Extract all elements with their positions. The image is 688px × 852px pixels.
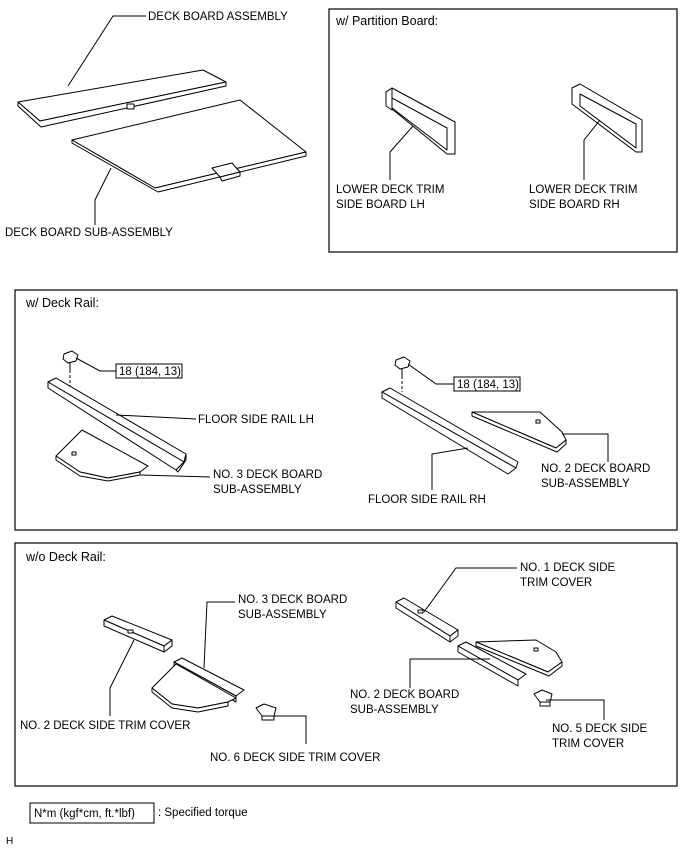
torque-value-left: 18 (184, 13) [119, 366, 181, 378]
deck-board-lower-handle-lip [219, 171, 241, 182]
floor-side-rail-rh-part [381, 387, 519, 475]
deck-board-upper-edge [17, 81, 227, 128]
rh-board-label-line2: SIDE BOARD RH [529, 199, 620, 211]
no2-board-norail-label-line1: NO. 2 DECK BOARD [350, 689, 459, 701]
torque-box-left [115, 363, 183, 379]
no1-deck-side-trim-cover-part [395, 597, 459, 643]
lower-deck-trim-side-board-lh-part [385, 87, 456, 155]
leader-no3-norail [203, 601, 235, 669]
no2-rail-label-line2: SUB-ASSEMBLY [541, 478, 630, 490]
leader-no2-board-norail [409, 658, 490, 688]
no3-deck-board-part-norail [151, 657, 245, 713]
no2-trim-label: NO. 2 DECK SIDE TRIM COVER [20, 720, 190, 732]
no5-trim-label-line2: TRIM COVER [552, 738, 624, 750]
no5-trim-label-line1: NO. 5 DECK SIDE [552, 723, 648, 735]
lh-board-label-line1: LOWER DECK TRIM [336, 184, 444, 196]
no1-trim-label-line2: TRIM COVER [520, 577, 592, 589]
partition-board-frame [328, 8, 678, 253]
legend-torque-box [29, 802, 155, 824]
no6-trim-label: NO. 6 DECK SIDE TRIM COVER [210, 752, 380, 764]
footer-code: H [6, 836, 13, 847]
no3-norail-label-line1: NO. 3 DECK BOARD [238, 594, 347, 606]
no5-deck-side-trim-cover-part [533, 689, 553, 707]
no3-norail-label-line2: SUB-ASSEMBLY [238, 609, 327, 621]
legend-torque-unit: N*m (kgf*cm, ft.*lbf) [34, 808, 135, 820]
torque-value-right: 18 (184, 13) [457, 379, 519, 391]
no-deck-rail-title: w/o Deck Rail: [25, 550, 106, 564]
rh-board-label-line1: LOWER DECK TRIM [529, 184, 637, 196]
leader-floor-rail-rh [431, 447, 469, 490]
deck-rail-title: w/ Deck Rail: [25, 296, 99, 310]
no6-deck-side-trim-cover-part [255, 703, 277, 721]
leader-deck-board-sub-assembly [94, 167, 112, 225]
leader-deck-board-assembly [67, 15, 146, 87]
no2-rail-label-line1: NO. 2 DECK BOARD [541, 463, 650, 475]
leader-floor-rail-lh [115, 414, 197, 420]
no3-deck-board-part-rail [55, 429, 149, 482]
deck-board-assembly-label: DECK BOARD ASSEMBLY [148, 11, 288, 23]
lh-board-label-line2: SIDE BOARD LH [336, 199, 425, 211]
deck-board-assembly-group: DECK BOARD ASSEMBLY DECK BOARD SUB-ASSEM… [5, 11, 307, 239]
deck-board-upper-notch [126, 103, 135, 110]
leader-no1-trim [423, 567, 517, 613]
leader-no2-rail [562, 433, 609, 462]
leader-no2-trim [109, 639, 135, 716]
leader-no6-trim [270, 715, 307, 744]
floor-rail-rh-label: FLOOR SIDE RAIL RH [368, 494, 486, 506]
deck-board-sub-assembly-label: DECK BOARD SUB-ASSEMBLY [5, 227, 173, 239]
partition-board-title: w/ Partition Board: [335, 14, 438, 28]
no1-trim-label-line1: NO. 1 DECK SIDE [520, 562, 616, 574]
leader-rh-board [583, 119, 601, 180]
leader-no5-trim [546, 699, 605, 720]
lower-deck-trim-side-board-rh-part [571, 83, 643, 153]
no2-board-norail-label-line2: SUB-ASSEMBLY [350, 704, 439, 716]
torque-box-right [453, 376, 521, 392]
floor-rail-lh-label: FLOOR SIDE RAIL LH [198, 414, 314, 426]
leader-torque-right [407, 363, 454, 385]
legend-torque-description: : Specified torque [158, 807, 248, 819]
leader-no3-rail [139, 474, 211, 478]
deck-rail-frame [14, 289, 678, 531]
no2-deck-side-trim-cover-part [103, 615, 173, 653]
leader-torque-left [75, 357, 116, 372]
no2-deck-board-part-rail [471, 411, 567, 453]
leader-lh-board [389, 125, 414, 180]
bolt-icon-left [62, 350, 79, 370]
deck-board-lower-edge [71, 139, 307, 193]
no2-deck-board-part-norail [457, 639, 563, 687]
no3-rail-label-line2: SUB-ASSEMBLY [213, 484, 302, 496]
no-deck-rail-frame [14, 542, 678, 787]
no3-rail-label-line1: NO. 3 DECK BOARD [213, 469, 322, 481]
bolt-icon-right [394, 356, 411, 376]
floor-side-rail-lh-part [47, 377, 187, 473]
